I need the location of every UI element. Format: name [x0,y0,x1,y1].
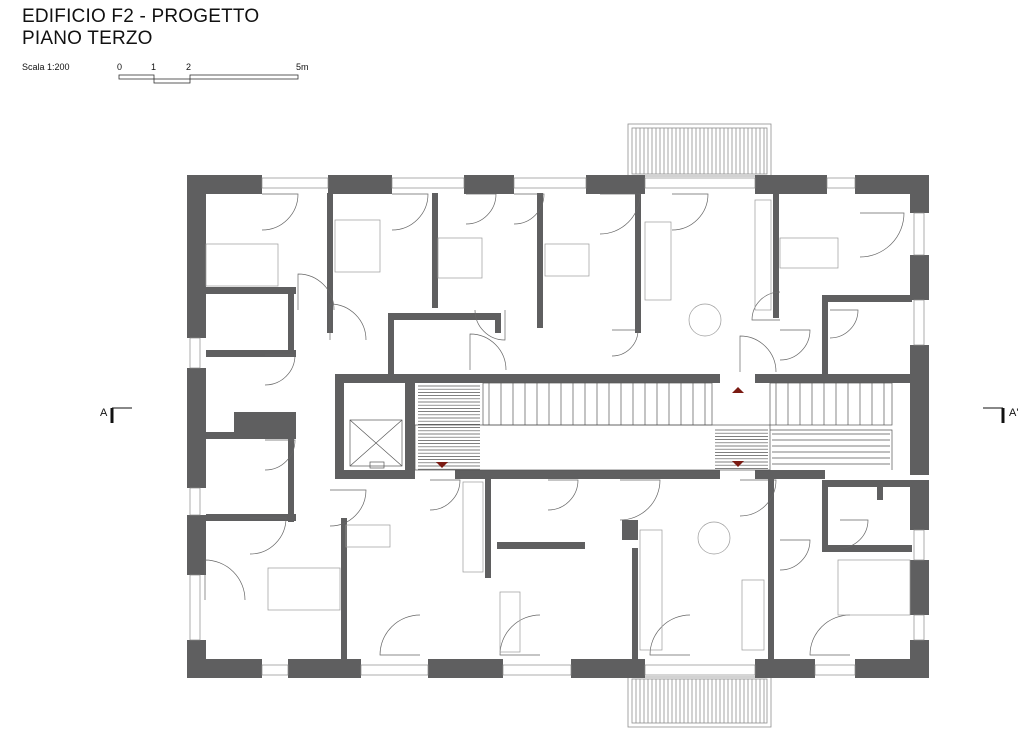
title-building: EDIFICIO F2 - PROGETTO [22,6,260,27]
windows [189,177,925,676]
elevator [349,419,403,469]
section-line-right [983,407,1005,423]
scale-tick-0: 0 [117,62,123,72]
balcony-top [627,123,772,177]
walls [187,175,929,678]
scale-label: Scala 1:200 [22,62,70,72]
section-marker-left: A [100,407,108,419]
furniture [205,199,911,653]
scale-tick-5: 5m [296,62,309,72]
title-floor: PIANO TERZO [22,28,153,49]
stair-arrows [436,387,744,468]
section-marker-right: A' [1009,407,1019,419]
scale-tick-2: 2 [186,62,192,72]
doors [204,193,905,656]
balcony-bottom [627,676,772,728]
section-line-left [110,407,132,423]
scale-bar [118,74,299,84]
drawing-title: EDIFICIO F2 - PROGETTO PIANO TERZO [22,6,259,50]
stairs [414,382,893,471]
scale-tick-1: 1 [151,62,157,72]
